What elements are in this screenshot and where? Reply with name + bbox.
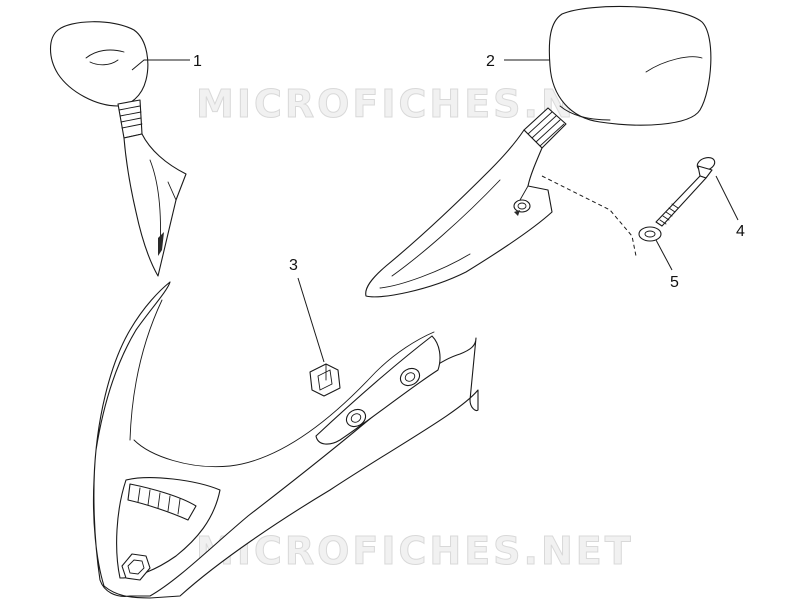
right-mirror[interactable]	[365, 5, 712, 298]
logo-badge	[121, 553, 151, 581]
left-mirror-head	[49, 21, 149, 107]
clip-nut[interactable]	[309, 363, 341, 397]
left-mirror-arm	[123, 133, 187, 277]
callout-4: 4	[736, 223, 745, 240]
callout-2: 2	[486, 53, 495, 70]
right-mirror-head	[548, 5, 712, 126]
front-shield[interactable]	[92, 281, 479, 599]
bolt[interactable]	[655, 155, 717, 227]
washer[interactable]	[638, 226, 662, 242]
leader-3	[297, 277, 325, 363]
callout-3: 3	[289, 257, 298, 274]
callout-5: 5	[670, 274, 679, 291]
leader-5	[655, 239, 673, 271]
watermark-bottom: MICROFICHES.NET	[196, 529, 634, 573]
leader-1	[131, 59, 190, 71]
front-shield-body	[92, 281, 479, 599]
assembly-line	[541, 175, 637, 257]
callout-1: 1	[193, 53, 202, 70]
leader-4	[715, 175, 739, 221]
left-mirror[interactable]	[49, 21, 187, 277]
right-mirror-arm	[365, 129, 553, 298]
